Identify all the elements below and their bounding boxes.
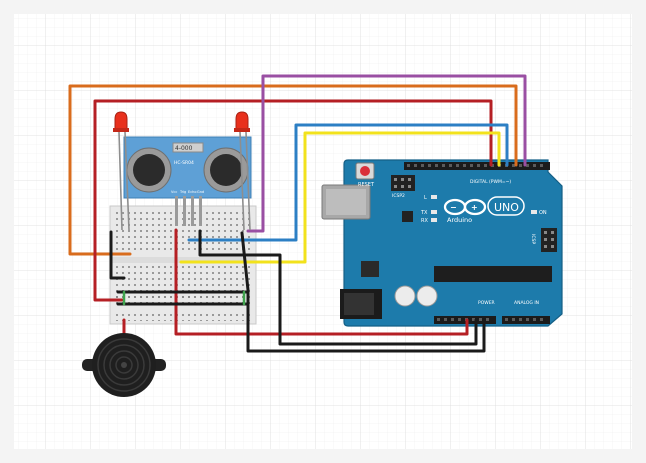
usb-chip <box>402 211 413 222</box>
led-left-body <box>114 111 128 131</box>
on-led-indicator <box>531 210 537 214</box>
breadboard-bottom-holes <box>112 311 254 321</box>
reset-button-cap[interactable] <box>360 166 370 176</box>
arduino-brand-label: Arduino <box>447 216 472 224</box>
led-right[interactable] <box>234 111 251 231</box>
arduino-uno-board[interactable]: RESET ICSP2 L TX RX − + Arduino UNO ON <box>321 159 563 327</box>
sensor-crystal <box>172 142 204 153</box>
sensor-pin-echo: Echo <box>188 190 197 194</box>
buzzer-ring-3 <box>109 350 139 380</box>
icsp-label: ICSP <box>530 234 536 244</box>
icsp2-pins <box>394 178 411 188</box>
arduino-logo: − + <box>443 198 487 216</box>
breadboard-center-channel <box>110 257 256 263</box>
buzzer-ring-4 <box>115 356 133 374</box>
sensor-transducer-left-mesh <box>133 154 165 186</box>
power-jack-inner <box>344 293 374 315</box>
icsp-header <box>541 228 557 252</box>
led-label-rx: RX <box>421 218 428 224</box>
wire-black-1 <box>198 229 478 346</box>
capacitor-2 <box>416 285 438 307</box>
icsp2-header <box>391 175 415 191</box>
usb-connector-inner <box>326 189 366 215</box>
led-rx-indicator <box>431 218 437 222</box>
uno-badge <box>487 196 525 216</box>
wire-orange <box>68 84 518 256</box>
sensor-model-label: HC-SR04 <box>174 160 194 166</box>
led-right-lead-2 <box>245 131 251 231</box>
svg-text:−: − <box>450 203 457 212</box>
wire-yellow <box>179 131 501 264</box>
led-tx-indicator <box>431 210 437 214</box>
breadboard-rail-1 <box>112 290 254 298</box>
sensor-pin-gnd: Gnd <box>197 190 204 194</box>
piezo-buzzer[interactable] <box>82 333 166 397</box>
wire-red-top <box>93 99 493 302</box>
sensor-pin-trig: Trig <box>179 190 186 194</box>
atmega-chip <box>434 266 552 282</box>
voltage-regulator <box>361 261 379 277</box>
wires <box>68 74 527 353</box>
led-l-indicator <box>431 195 437 199</box>
reset-label: RESET <box>358 182 375 188</box>
on-label: ON <box>539 210 547 216</box>
led-left-rim <box>113 128 129 132</box>
digital-header-pins <box>407 164 543 167</box>
led-left-lead-1 <box>118 131 123 231</box>
arduino-model-label: UNO <box>494 201 519 214</box>
icsp2-label: ICSP2 <box>392 193 405 199</box>
svg-text:+: + <box>471 203 478 212</box>
wire-purple <box>246 74 527 233</box>
buzzer-center <box>121 362 127 368</box>
board-pcb <box>343 159 563 327</box>
wire-red-bottom <box>174 228 469 336</box>
analog-header-label: ANALOG IN <box>514 300 539 306</box>
led-right-body <box>235 111 249 131</box>
led-label-tx: TX <box>420 210 428 216</box>
buzzer-ring-2 <box>103 344 145 386</box>
buzzer-ring-1 <box>97 338 151 392</box>
led-right-rim <box>234 128 250 132</box>
wire-black-3 <box>109 230 126 280</box>
digital-header-label: DIGITAL (PWM=~) <box>470 179 511 185</box>
sensor-transducer-right-mesh <box>210 154 242 186</box>
led-left-lead-2 <box>124 131 130 231</box>
led-left[interactable] <box>113 111 130 231</box>
sensor-pin-vcc: Vcc <box>171 190 177 194</box>
icsp-pins <box>544 231 554 248</box>
led-right-lead-1 <box>239 131 245 231</box>
led-label-l: L <box>424 195 427 201</box>
capacitor-1 <box>394 285 416 307</box>
ultrasonic-sensor[interactable]: 4-000 HC-SR04 Vcc Trig Echo Gnd <box>123 136 252 226</box>
power-header-label: POWER <box>478 300 495 306</box>
breadboard-mid-holes <box>112 266 254 287</box>
analog-header-pins <box>505 318 543 321</box>
wire-black-2 <box>240 231 486 353</box>
sensor-display-label: 4-000 <box>175 145 193 152</box>
wire-blue <box>187 123 509 242</box>
sensor-pin-headers <box>175 196 202 226</box>
